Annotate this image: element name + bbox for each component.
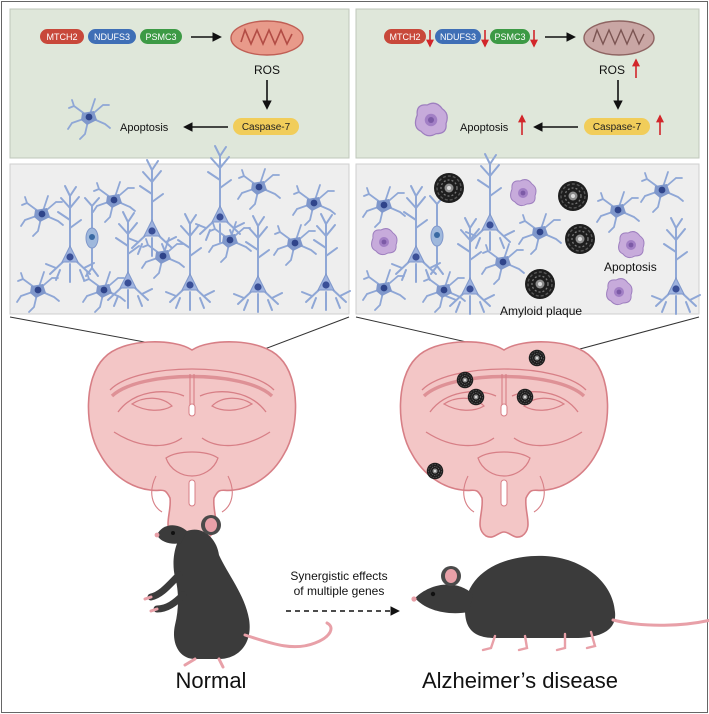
- mtch2-pill: [40, 29, 84, 44]
- right-tissue-panel: Apoptosis Amyloid plaque: [355, 153, 701, 318]
- psmc3-label-right: PSMC3: [494, 32, 525, 42]
- amyloid-plaque: [524, 268, 556, 300]
- apoptotic-cell: [371, 228, 398, 256]
- apoptotic-cell-icon: [414, 102, 448, 137]
- amyloid-plaque: [433, 172, 465, 204]
- psmc3-pill: [140, 29, 182, 44]
- amyloid-plaque: [564, 223, 596, 255]
- mitochondrion-icon: [230, 20, 304, 56]
- apoptosis-label-left: Apoptosis: [120, 122, 169, 134]
- ros-label-right: ROS: [599, 63, 625, 77]
- ndufs3-pill: [88, 29, 136, 44]
- ros-label-left: ROS: [254, 63, 280, 77]
- psmc3-pill-right: [490, 29, 530, 44]
- caspase-label-left: Caspase-7: [242, 122, 291, 133]
- mtch2-pill-right: [384, 29, 426, 44]
- normal-caption: Normal: [176, 668, 247, 693]
- mtch2-label-right: MTCH2: [390, 32, 421, 42]
- mtch2-label: MTCH2: [47, 32, 78, 42]
- synergy-text-line1: Synergistic effects: [290, 569, 387, 583]
- ndufs3-label-right: NDUFS3: [440, 32, 476, 42]
- caspase-label-right: Caspase-7: [593, 122, 642, 133]
- apoptotic-cell: [510, 179, 537, 207]
- left-pathway-panel: MTCH2 NDUFS3 PSMC3 ROS Caspase-7 Apoptos…: [9, 8, 350, 159]
- apoptotic-cell: [618, 231, 645, 259]
- ndufs3-pill-right: [435, 29, 481, 44]
- disease-caption: Alzheimer’s disease: [422, 668, 618, 693]
- synergy-text-line2: of multiple genes: [294, 584, 385, 598]
- caspase-pill-left: [233, 118, 299, 135]
- apoptosis-label-right: Apoptosis: [460, 122, 509, 134]
- caspase-pill-right: [584, 118, 650, 135]
- damaged-mitochondrion-icon: [583, 20, 655, 56]
- ndufs3-label: NDUFS3: [94, 32, 130, 42]
- amyloid-plaque: [557, 180, 589, 212]
- apoptosis-cell-label: Apoptosis: [604, 260, 657, 274]
- right-pathway-panel: MTCH2 NDUFS3 PSMC3 ROS Caspase-7 Apoptos…: [355, 8, 700, 159]
- psmc3-label: PSMC3: [145, 32, 176, 42]
- apoptotic-cell: [606, 278, 633, 306]
- amyloid-plaque-label: Amyloid plaque: [500, 304, 582, 318]
- left-tissue-panel: [9, 145, 351, 315]
